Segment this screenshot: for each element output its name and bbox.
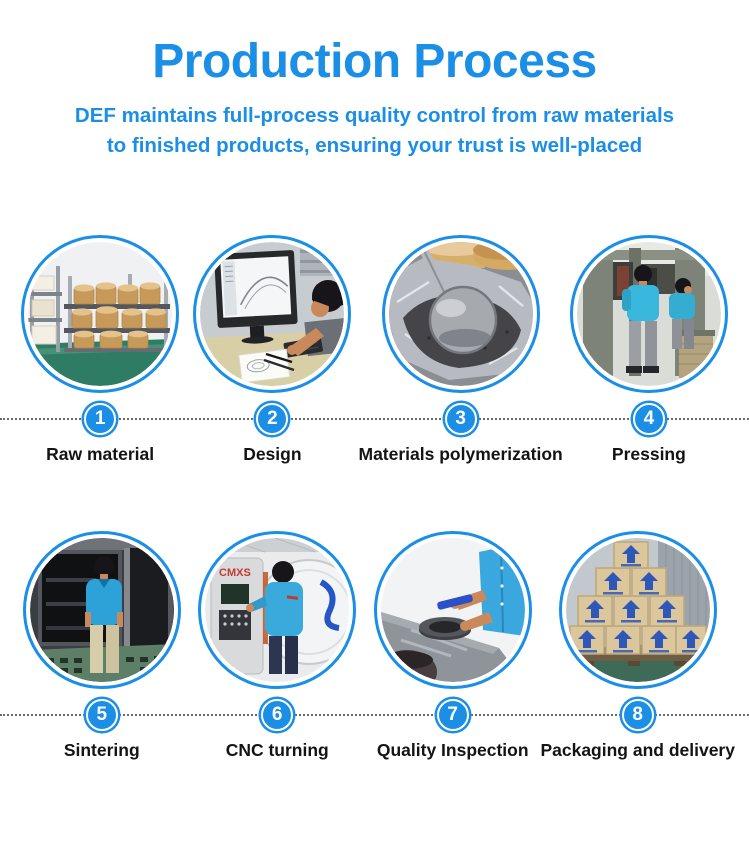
step-label: Sintering (63, 739, 140, 760)
step-number: 6 (271, 704, 283, 726)
step-raw-material: 1 Raw material (14, 234, 186, 465)
step-quality-inspection: 7 Quality Inspection (365, 530, 540, 761)
step-label: Packaging and delivery (540, 739, 735, 760)
page-subtitle: DEF maintains full-process quality contr… (74, 104, 675, 157)
step-number: 5 (96, 704, 108, 726)
step-number-badge: 4 (632, 402, 665, 435)
powder-scoop-photo (388, 241, 533, 386)
step-number: 7 (447, 704, 458, 726)
step-label: Pressing (611, 443, 686, 464)
press-machine-photo (576, 241, 721, 386)
step-photo-ring (569, 234, 728, 393)
step-pressing: 4 Pressing (563, 234, 735, 465)
process-row-1: 1 Raw material (0, 234, 749, 465)
inspection-photo (380, 537, 525, 682)
step-photo-ring (373, 530, 532, 689)
step-label: Design (243, 443, 302, 464)
step-label: CNC turning (225, 739, 329, 760)
sintering-furnace-photo (29, 537, 174, 682)
dotted-connector-line-1 (0, 417, 749, 420)
page-title: Production Process (152, 35, 597, 88)
cad-design-photo (200, 241, 345, 386)
step-number-badge: 6 (261, 698, 294, 731)
step-materials-polymerization: 3 Materials polymerization (358, 234, 563, 465)
step-number: 2 (267, 408, 278, 430)
step-number-badge: 1 (84, 402, 117, 435)
step-number-badge: 2 (256, 402, 289, 435)
cnc-machine-photo: CMXS (205, 537, 350, 682)
step-sintering: 5 Sintering (14, 530, 189, 761)
step-number-badge: 7 (436, 698, 469, 731)
dotted-connector-line-2 (0, 713, 749, 716)
step-label: Quality Inspection (376, 739, 529, 760)
step-photo-ring (21, 234, 180, 393)
step-cnc-turning: CMXS (189, 530, 364, 761)
step-photo-ring (22, 530, 181, 689)
warehouse-drums-photo (28, 241, 173, 386)
step-photo-ring (381, 234, 540, 393)
step-number: 3 (455, 408, 466, 430)
step-label: Materials polymerization (358, 443, 563, 464)
step-photo-ring: CMXS (198, 530, 357, 689)
step-packaging-delivery: 8 Packaging and delivery (540, 530, 735, 761)
step-number-badge: 3 (444, 402, 477, 435)
step-photo-ring (193, 234, 352, 393)
step-photo-ring (558, 530, 717, 689)
packed-cartons-photo (565, 537, 710, 682)
step-number: 4 (643, 408, 655, 430)
step-number-badge: 5 (85, 698, 118, 731)
step-number-badge: 8 (621, 698, 654, 731)
step-number: 1 (94, 408, 106, 430)
step-label: Raw material (46, 443, 155, 464)
step-number: 8 (632, 704, 643, 726)
process-row-2: 5 Sintering (0, 530, 749, 761)
step-design: 2 Design (186, 234, 358, 465)
cnc-machine-brand-text: CMXS (219, 567, 251, 579)
